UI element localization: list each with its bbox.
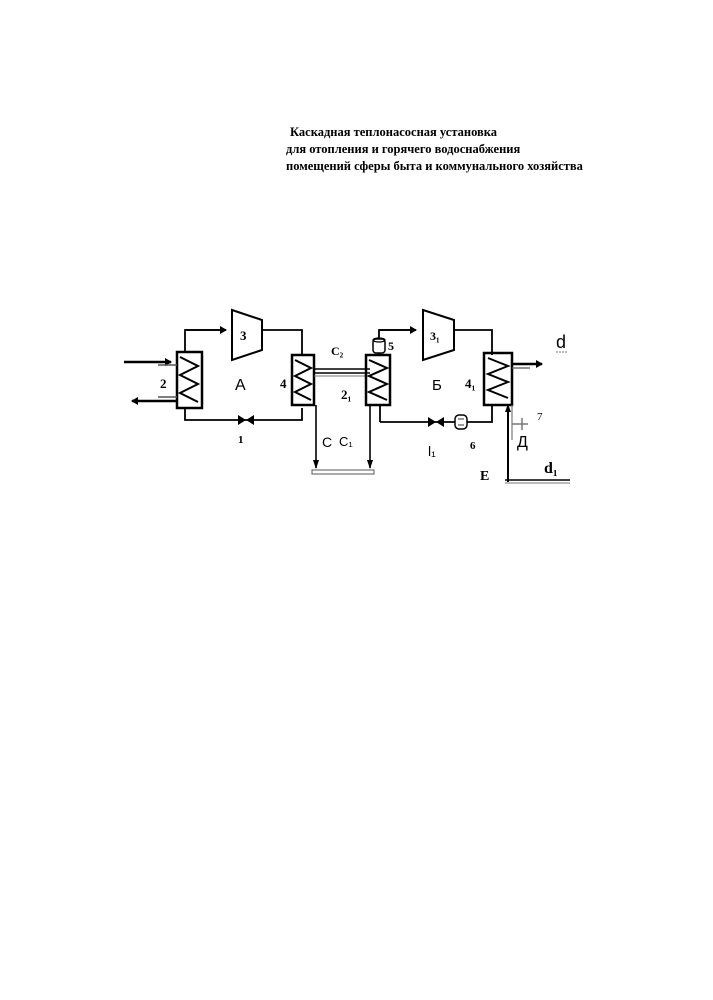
label-compressor-3-1: 3₁ [430, 329, 440, 343]
evaporator-2-ports [124, 362, 177, 401]
label-circuit-a: А [235, 377, 246, 394]
label-filter-6: 6 [470, 440, 476, 452]
label-separator-5: 5 [388, 339, 394, 353]
label-condenser-4: 4 [280, 376, 287, 391]
label-condenser-4-1: 4₁ [465, 376, 476, 391]
label-stream-d: d [556, 332, 566, 352]
label-circuit-b: Б [432, 377, 442, 394]
filter-6 [455, 415, 467, 429]
separator-5 [373, 338, 385, 355]
label-compressor-3: 3 [240, 328, 247, 343]
compressor-3 [232, 310, 262, 360]
label-valve-7: 7 [537, 411, 543, 423]
label-stream-d1: d₁ [544, 460, 558, 477]
label-stream-c1: C₁ [339, 434, 353, 449]
condenser-4-1 [484, 353, 512, 405]
label-throttle-1: 1 [238, 434, 244, 446]
label-stream-c: С [322, 434, 332, 450]
label-evaporator-2: 2 [160, 376, 167, 391]
label-stream-d-hot: Д [517, 434, 528, 451]
intermediate-loop [312, 369, 374, 474]
label-stream-c2: C₂ [331, 344, 344, 358]
condenser-4 [292, 355, 314, 405]
evaporator-2 [177, 352, 202, 408]
valve-7 [512, 418, 528, 430]
label-evaporator-2-1: 2₁ [341, 387, 352, 402]
evaporator-2-1 [366, 355, 390, 405]
throttle-valve-1 [238, 415, 254, 425]
hot-water-outlet [512, 364, 542, 368]
throttle-valve-l1 [428, 417, 444, 427]
label-stream-e: E [480, 469, 489, 484]
label-throttle-l1: l₁ [428, 443, 436, 459]
